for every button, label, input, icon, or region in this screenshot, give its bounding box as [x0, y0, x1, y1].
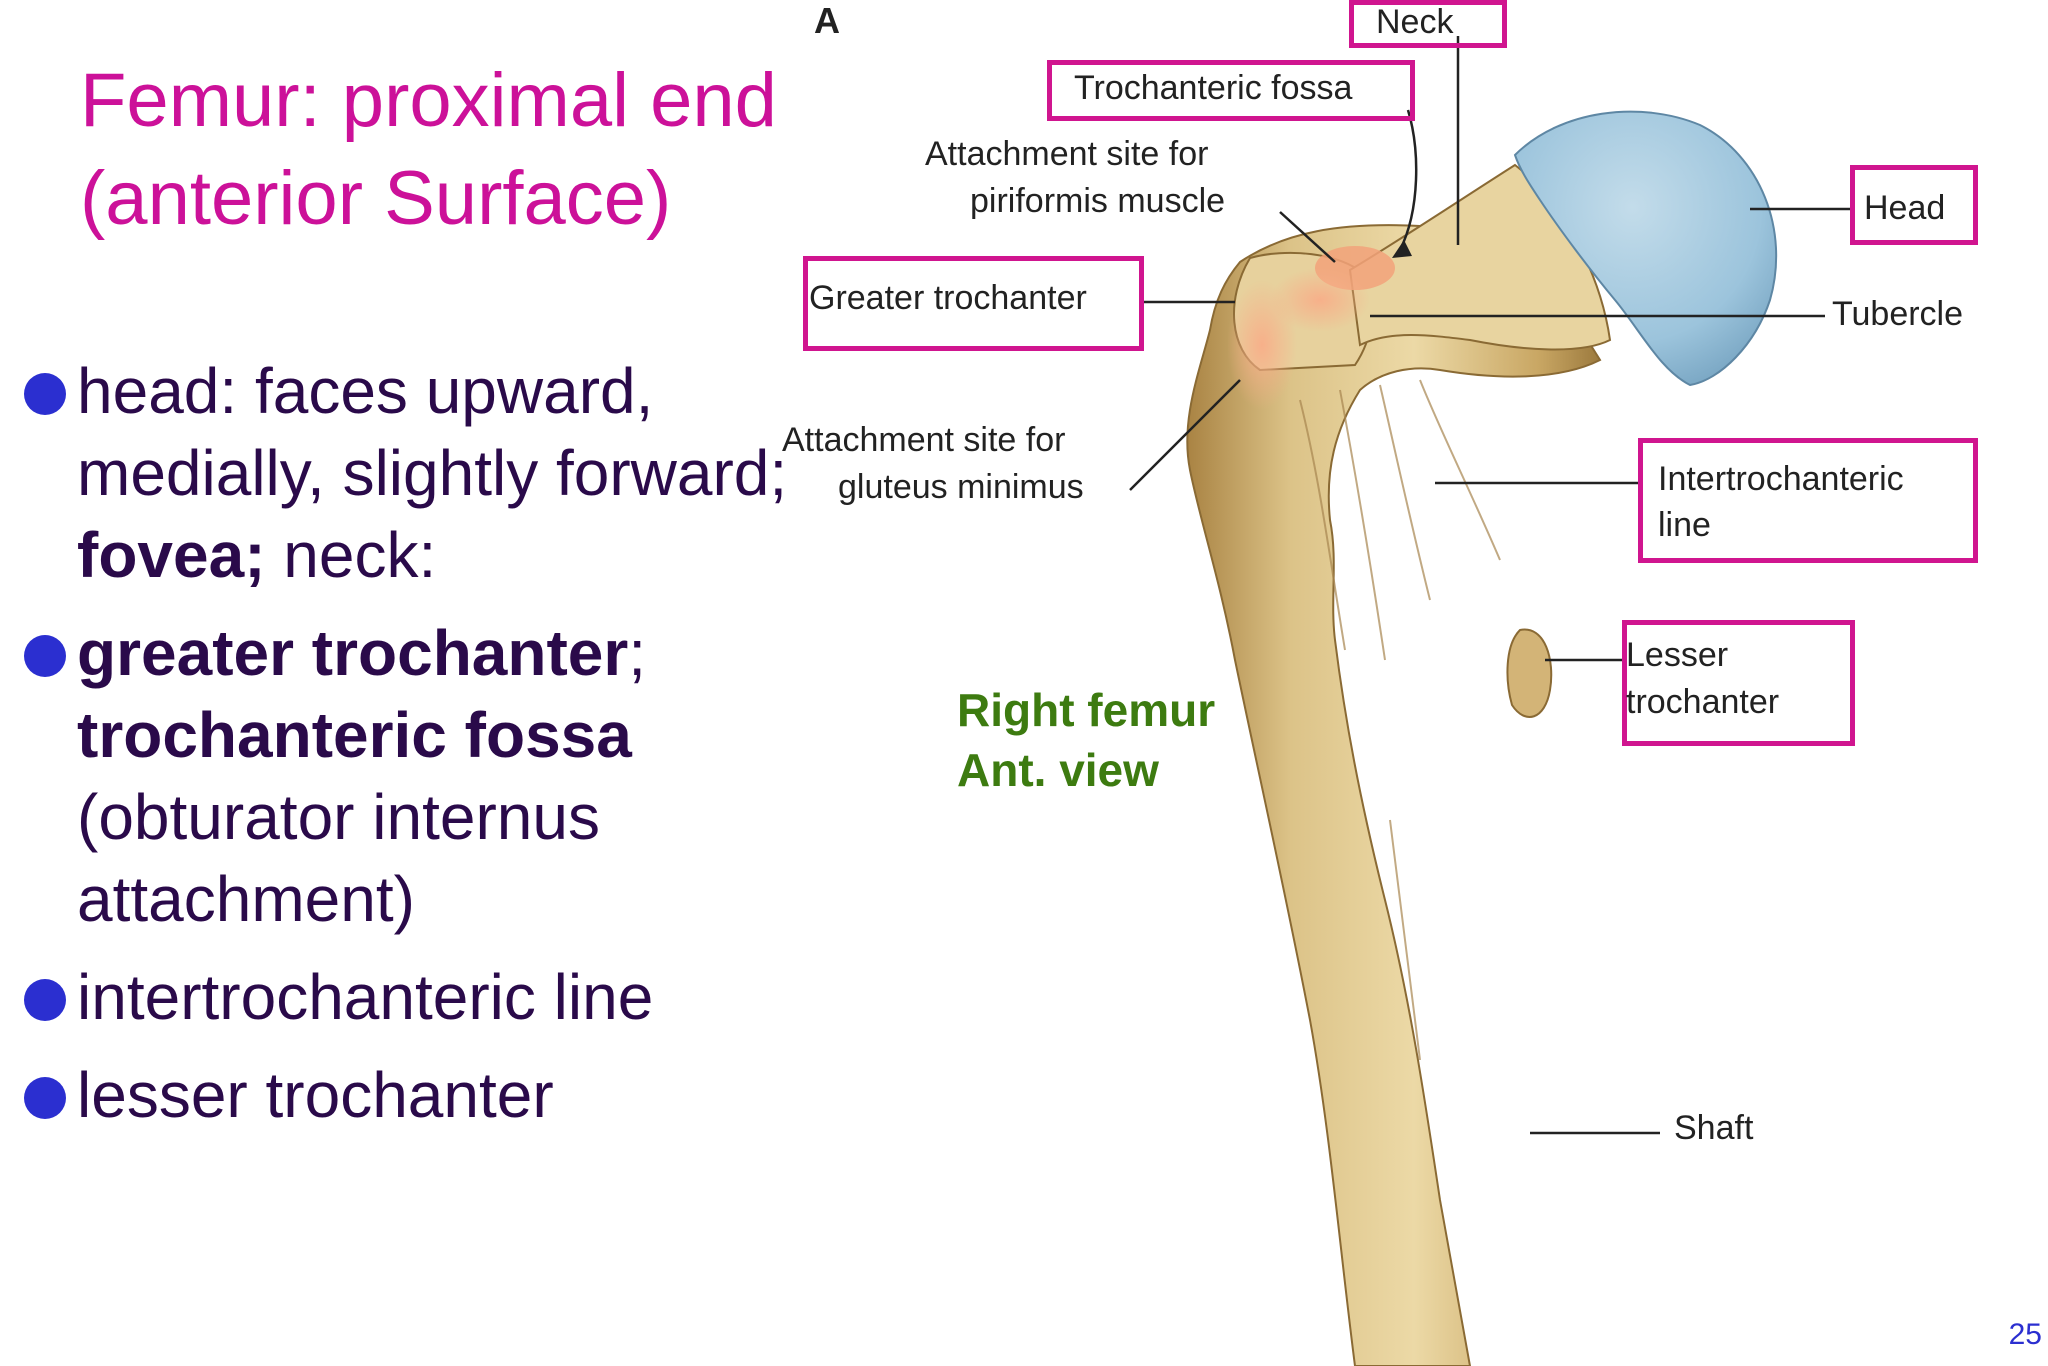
leader-lines: [1129, 36, 1850, 1135]
bullet-text-part: ;: [628, 617, 647, 689]
femur-illustration: [1129, 36, 1850, 1366]
label-intertrochanteric-line1: Intertrochanteric: [1658, 460, 1904, 498]
label-lesser-line2: trochanter: [1626, 683, 1780, 721]
femur-bone-shape: [1186, 224, 1602, 1366]
label-greater-trochanter: Greater trochanter: [809, 279, 1087, 317]
greater-trochanter-attachment-shape: [1270, 268, 1370, 332]
panel-letter: A: [814, 0, 840, 41]
bullet-item: head: faces upward, medially, slightly f…: [22, 350, 792, 596]
label-tubercle: Tubercle: [1832, 295, 1964, 333]
neck-box: [1349, 0, 1507, 48]
label-intertrochanteric-line2: line: [1658, 506, 1711, 544]
bullet-dot-icon: [24, 635, 66, 677]
bullet-item: greater trochanter; trochanteric fossa (…: [22, 612, 792, 940]
label-gluteus-line1: Attachment site for: [782, 421, 1066, 459]
bullet-dot-icon: [24, 979, 66, 1021]
figure-caption: Right femur Ant. view: [957, 680, 1215, 800]
label-trochanteric-fossa: Trochanteric fossa: [1074, 69, 1353, 107]
bullet-dot-icon: [24, 373, 66, 415]
lesser-trochanter-box: [1622, 620, 1855, 746]
label-neck: Neck: [1376, 3, 1454, 41]
bullet-text-bold: greater trochanter: [77, 617, 629, 689]
lesser-trochanter-shape: [1506, 628, 1553, 718]
greater-trochanter-box: [803, 256, 1144, 351]
bullet-text-part: intertrochanteric line: [77, 961, 654, 1033]
bullet-text-bold: fovea;: [77, 519, 266, 591]
label-lesser-line1: Lesser: [1626, 636, 1729, 674]
page-number: 25: [2008, 1318, 2042, 1351]
label-shaft: Shaft: [1674, 1109, 1754, 1147]
caption-line-1: Right femur: [957, 684, 1216, 736]
bone-texture: [1299, 379, 1501, 1061]
label-gluteus-line2: gluteus minimus: [838, 468, 1084, 506]
bullet-item: intertrochanteric line: [22, 956, 792, 1038]
bullet-text-part: neck:: [265, 519, 437, 591]
bullet-text-part: head: faces upward, medially, slightly f…: [77, 355, 788, 509]
intertrochanteric-box: [1638, 438, 1978, 563]
head-box: [1850, 165, 1978, 245]
label-piriformis-line2: piriformis muscle: [970, 182, 1226, 220]
arrow-head-icon: [1392, 240, 1412, 258]
bullet-dot-icon: [24, 1077, 66, 1119]
slide-title: Femur: proximal end (anterior Surface): [80, 58, 777, 241]
trochanteric-fossa-box: [1047, 60, 1415, 121]
bullet-text-part: (obturator internus attachment): [77, 781, 600, 935]
caption-line-2: Ant. view: [957, 744, 1159, 796]
bullet-text-part: lesser trochanter: [77, 1059, 554, 1131]
bullet-item: lesser trochanter: [22, 1054, 792, 1136]
bullet-text-bold: trochanteric fossa: [77, 699, 632, 771]
label-piriformis-line1: Attachment site for: [925, 135, 1209, 173]
bullet-list: head: faces upward, medially, slightly f…: [22, 350, 792, 1152]
label-head: Head: [1864, 189, 1946, 227]
